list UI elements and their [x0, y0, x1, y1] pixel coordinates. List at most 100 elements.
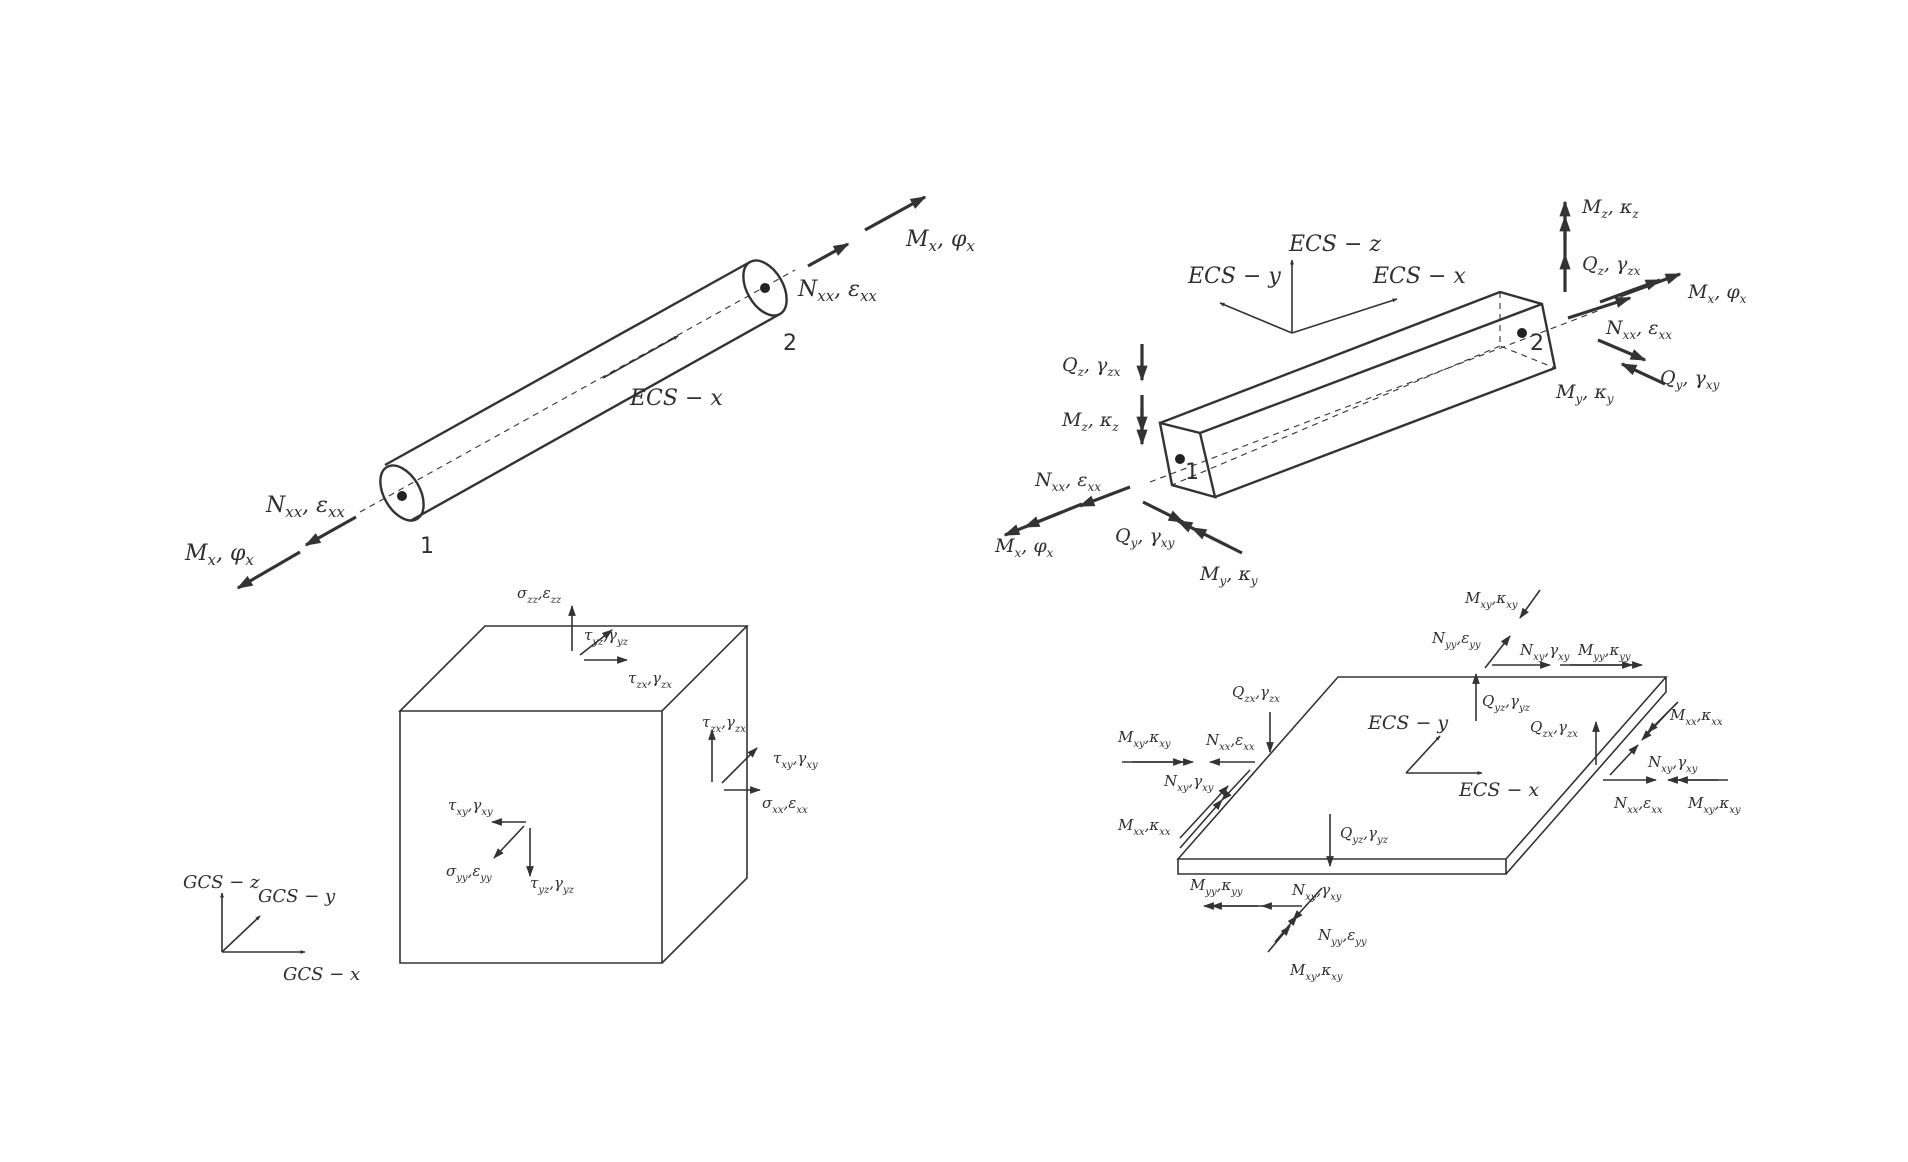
mx-arrow-end1 [236, 550, 301, 590]
plate-label-12: Nxy,γxy [1647, 753, 1698, 775]
gcs-y-label: GCS − y [258, 886, 336, 907]
beam_rect-label-0: Mz, κz [1581, 196, 1639, 221]
rect-node-2-label: 2 [1530, 331, 1544, 356]
cube-label-2: τzx,γzx [628, 669, 672, 691]
cube-label-7: σyy,εyy [446, 862, 492, 884]
node-2-dot [760, 283, 770, 293]
cube-label-8: τyz,γyz [530, 874, 575, 896]
nxx-arrow-end1 [304, 515, 357, 547]
plate-label-9: Mxx,κxx [1117, 816, 1171, 838]
plate-label-19: Mxy,κxy [1289, 961, 1343, 983]
cube-label-6: τxy,γxy [448, 796, 493, 818]
beam-end-2 [742, 259, 788, 317]
beam-end-1 [379, 464, 425, 522]
plate-ecs-x-label: ECS − x [1458, 779, 1539, 801]
rect-node-1-dot [1175, 454, 1185, 464]
cube-label-1: τyz,γyz [584, 626, 629, 648]
nxx-arrow-end2-rect-out [1597, 338, 1647, 362]
plate-label-7: Nxx,εxx [1205, 731, 1255, 753]
gcs-x-label: GCS − x [283, 964, 360, 985]
mx-arrow-end2 [864, 195, 927, 232]
nyy-arrow-bottom [1292, 887, 1323, 921]
node-1-label: 1 [420, 534, 434, 559]
plate-label-6: Mxy,κxy [1117, 728, 1171, 750]
mxy-arrow-bottom-second [1267, 925, 1291, 953]
cube-label-0: σzz,εzz [517, 584, 562, 606]
mxx-arrow-left [1179, 785, 1229, 839]
plate-label-0: Mxy,κxy [1464, 589, 1518, 611]
plate-label-8: Nxy,γxy [1163, 772, 1214, 794]
gcs-y-arrow [221, 915, 261, 953]
rect-node-1-label: 1 [1185, 460, 1199, 485]
nxx-epsxx-end2-label: Nxx, εxx [797, 277, 877, 305]
mxx-arrow-right-second [1647, 701, 1679, 733]
nxy-arrow-left [1221, 769, 1251, 801]
mxy-arrow-bottom [1274, 915, 1298, 943]
beam_rect-label-6: Qz, γzx [1062, 354, 1121, 379]
ecs-x-arrow-rect [1291, 298, 1398, 334]
plate-label-3: Myy,κyy [1577, 641, 1631, 663]
rect-beam-hidden-edges [1171, 292, 1556, 486]
cube-label-4: τxy,γxy [773, 749, 818, 771]
plate-label-16: Myy,κyy [1189, 876, 1243, 898]
nxy-arrow-right [1609, 744, 1639, 776]
beam_rect-label-8: Nxx, εxx [1034, 469, 1101, 494]
ecs-x-label-rect: ECS − x [1372, 264, 1466, 289]
nxx-arrow-end1-rect [1078, 485, 1131, 508]
cube-label-3: τzx,γzx [702, 713, 746, 735]
cube-label-5: σxx,εxx [762, 794, 808, 816]
tau-xy-right-arrow [721, 747, 758, 784]
mx-phix-end2-label: Mx, φx [905, 227, 975, 255]
my-arrow-end1-second [1176, 519, 1229, 548]
beam_rect-label-9: Mx, φx [994, 535, 1054, 560]
plate-label-17: Nxy,γxy [1291, 881, 1342, 903]
rect-beam-axis [1149, 309, 1601, 483]
plate-label-18: Nyy,εyy [1317, 926, 1367, 948]
nxx-arrow-end2 [807, 242, 850, 268]
nyy-arrow-top [1484, 635, 1511, 669]
beam_rect-label-7: Mz, κz [1061, 409, 1119, 434]
cube-edges [398, 625, 749, 964]
rectangular-beam-element: ECS − z ECS − y ECS − x 1 2 Mz, κz Qz, γz… [994, 196, 1747, 588]
mx-arrow-end2-rect-second [1619, 272, 1682, 298]
beam_rect-label-4: Qy, γxy [1660, 367, 1720, 392]
plate-label-4: Qyz,γyz [1482, 692, 1531, 714]
beam_rect-label-2: Mx, φx [1687, 281, 1747, 306]
ecs-z-label: ECS − z [1288, 232, 1381, 257]
beam-axis [359, 269, 796, 513]
plate-ecs-y-label: ECS − y [1367, 712, 1448, 734]
plate-label-5: Qzx,γzx [1232, 683, 1280, 705]
mxx-arrow-left-second [1179, 799, 1223, 849]
mx-phix-end1-label: Mx, φx [184, 541, 254, 569]
circular-beam-element: ECS − x 1 2 Nxx, εxx Mx, φx Nxx, εxx Mx,… [184, 195, 975, 590]
beam-edge-bottom [409, 312, 781, 523]
mx-arrow-end1-rect-second [1003, 510, 1063, 537]
ecs-y-label: ECS − y [1187, 264, 1281, 289]
plate-body [1176, 676, 1668, 875]
stress-cube: GCS − z GCS − y GCS − x σzz,εzz τyz,γyz τz… [183, 584, 818, 985]
qy-arrow-end2 [1620, 362, 1666, 386]
plate-label-15: Qyz,γyz [1340, 824, 1389, 846]
plate-label-13: Nxx,εxx [1613, 794, 1663, 816]
gcs-z-label: GCS − z [183, 872, 260, 893]
plate-ecs-y-arrow [1405, 735, 1441, 774]
tau-yz-top-arrow [579, 629, 613, 656]
node-1-dot [397, 491, 407, 501]
rect-beam-body [1158, 290, 1557, 499]
node-2-label: 2 [783, 331, 797, 356]
plate-label-2: Nxy,γxy [1519, 641, 1570, 663]
rect-node-2-dot [1517, 328, 1527, 338]
mxy-arrow-top [1519, 589, 1541, 619]
beam_rect-label-10: Qy, γxy [1115, 525, 1175, 550]
beam_rect-label-3: Nxx, εxx [1605, 317, 1672, 342]
plate-label-14: Mxy,κxy [1687, 794, 1741, 816]
qy-arrow-end1 [1142, 500, 1185, 524]
ecs-x-label: ECS − x [629, 386, 723, 411]
ecs-x-arrow [602, 335, 679, 379]
beam_rect-label-5: My, κy [1555, 381, 1614, 406]
beam_rect-label-11: My, κy [1199, 563, 1258, 588]
ecs-y-arrow [1219, 302, 1293, 334]
plate-label-10: Qzx,γzx [1530, 718, 1578, 740]
